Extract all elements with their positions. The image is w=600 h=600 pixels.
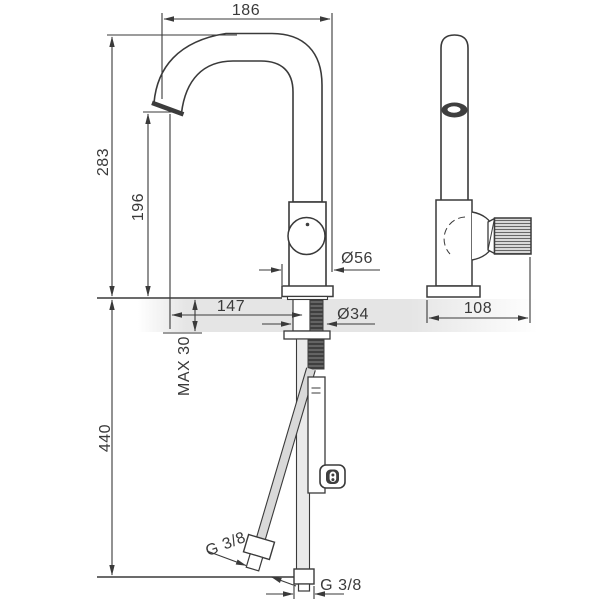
knob-pin [305,222,310,227]
dim-max-deck-thickness: MAX 30 [176,336,193,396]
dim-base-diameter: Ø56 [341,250,373,267]
hose-connector-block [307,376,326,494]
dim-total-height: 283 [95,147,112,177]
hose-fitting-angled [242,533,276,572]
base-flange-front [281,285,334,298]
spout [153,32,323,203]
dim-outlet-offset: 147 [216,298,246,315]
threaded-shank [309,297,324,332]
dim-spout-height: 196 [130,192,147,222]
faucet-front-view [151,32,334,301]
spout-outlet-face [151,100,185,117]
handle-knob-front [287,216,326,256]
dim-shank-diameter: Ø34 [337,306,369,323]
dim-below-deck-length: 440 [97,423,114,453]
dim-thread-bottom: G 3/8 [320,577,362,594]
mounting-nut [307,339,325,370]
body-side [435,199,473,287]
knurled-handle [493,217,532,255]
faucet-side-view [426,34,532,298]
below-deck-assembly [242,297,346,592]
quick-connect-fitting [319,464,346,489]
mounting-washer [283,330,331,340]
dimension-lines [97,13,531,599]
base-flange-side [426,285,481,298]
dim-side-depth: 108 [463,300,493,317]
supply-hose-angled [254,367,316,547]
dim-spout-reach: 186 [231,2,261,19]
spout-side [440,34,469,201]
